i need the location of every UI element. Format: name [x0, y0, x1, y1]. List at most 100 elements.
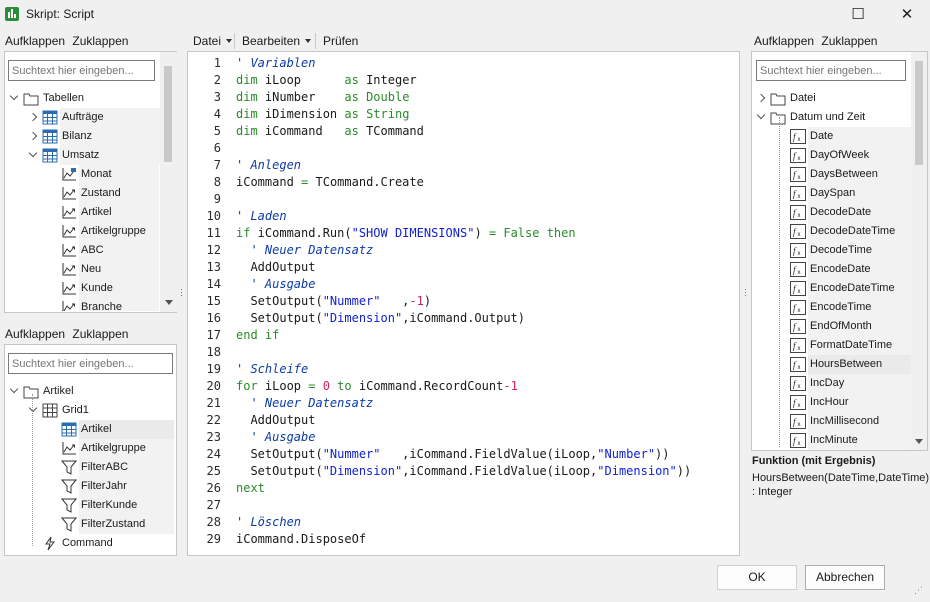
tree-item-filterkunde[interactable]: FilterKunde — [5, 496, 176, 515]
file-menu[interactable]: Datei — [193, 34, 233, 48]
line-number: 23 — [206, 430, 221, 444]
chevron-down-icon[interactable] — [756, 110, 766, 120]
maximize-button[interactable]: ☐ — [851, 6, 865, 23]
tree-item-label: DecodeDate — [810, 206, 872, 218]
tree-guide-line — [779, 117, 780, 447]
code-text: ' Laden — [236, 209, 287, 223]
collapse-all-link[interactable]: Zuklappen — [72, 327, 129, 341]
expand-all-link[interactable]: Aufklappen — [5, 327, 66, 341]
expand-all-link[interactable]: Aufklappen — [754, 34, 815, 48]
svg-text:f: f — [793, 341, 797, 351]
tree-item-artikel[interactable]: Artikel — [5, 203, 161, 222]
tree-item-artikelgruppe[interactable]: Artikelgruppe — [5, 439, 176, 458]
edit-menu[interactable]: Bearbeiten — [242, 34, 312, 48]
splitter-grip-icon[interactable]: ··· — [744, 284, 747, 300]
close-button[interactable]: ✕ — [900, 6, 914, 23]
row-highlight — [808, 146, 912, 165]
tree-item-grid1[interactable]: Grid1 — [5, 401, 176, 420]
row-highlight — [79, 458, 174, 477]
function-item-datum-und-zeit[interactable]: Datum und Zeit — [752, 108, 912, 127]
file-menu-label: Datei — [193, 34, 222, 48]
tree-item-neu[interactable]: Neu — [5, 260, 161, 279]
chevron-right-icon[interactable] — [28, 131, 38, 141]
scroll-down-icon[interactable] — [915, 439, 923, 444]
tree-item-abc[interactable]: ABC — [5, 241, 161, 260]
row-highlight — [808, 184, 912, 203]
collapse-all-link[interactable]: Zuklappen — [72, 34, 129, 48]
grid-icon — [42, 403, 58, 418]
search-input[interactable] — [8, 353, 173, 374]
tree-item-bilanz[interactable]: Bilanz — [5, 127, 161, 146]
tree-item-kunde[interactable]: Kunde — [5, 279, 161, 298]
expand-all-link[interactable]: Aufklappen — [5, 34, 66, 48]
tree-item-umsatz[interactable]: Umsatz — [5, 146, 161, 165]
scroll-down-icon[interactable] — [165, 300, 173, 305]
resize-grip-icon[interactable]: ⋰ — [914, 585, 923, 595]
splitter-grip-icon[interactable]: ··· — [180, 284, 183, 300]
line-number: 24 — [206, 447, 221, 461]
tree-item-label: Kunde — [81, 282, 113, 294]
tree-item-auftr-ge[interactable]: Aufträge — [5, 108, 161, 127]
tree-item-artikel[interactable]: Artikel — [5, 382, 176, 401]
svg-text:f: f — [793, 379, 797, 389]
svg-text:x: x — [798, 251, 801, 257]
tree-item-filterabc[interactable]: FilterABC — [5, 458, 176, 477]
svg-text:x: x — [798, 403, 801, 409]
chevron-down-icon[interactable] — [28, 403, 38, 413]
command-icon — [42, 536, 58, 551]
tree-item-artikelgruppe[interactable]: Artikelgruppe — [5, 222, 161, 241]
tree-item-filterjahr[interactable]: FilterJahr — [5, 477, 176, 496]
chevron-right-icon[interactable] — [28, 112, 38, 122]
tree-item-zustand[interactable]: Zustand — [5, 184, 161, 203]
search-input[interactable] — [756, 60, 906, 81]
scroll-thumb[interactable] — [164, 66, 172, 162]
tree-item-artikel[interactable]: Artikel — [5, 420, 176, 439]
folder-icon — [770, 91, 786, 106]
vertical-scrollbar[interactable] — [911, 52, 927, 450]
tree-item-label: Datum und Zeit — [790, 111, 866, 123]
chevron-down-icon[interactable] — [9, 91, 19, 101]
function-item-datei[interactable]: Datei — [752, 89, 912, 108]
tree-item-tabellen[interactable]: Tabellen — [5, 89, 161, 108]
row-highlight — [79, 515, 174, 534]
check-button[interactable]: Prüfen — [323, 34, 359, 48]
chevron-right-icon[interactable] — [756, 93, 766, 103]
collapse-all-link[interactable]: Zuklappen — [821, 34, 878, 48]
scroll-thumb[interactable] — [915, 61, 923, 165]
chevron-down-icon[interactable] — [28, 148, 38, 158]
tree-item-branche[interactable]: Branche — [5, 298, 161, 311]
tree-item-filterzustand[interactable]: FilterZustand — [5, 515, 176, 534]
ok-button[interactable]: OK — [717, 565, 797, 590]
tree-item-label: Artikelgruppe — [81, 442, 146, 454]
tree-item-monat[interactable]: Monat — [5, 165, 161, 184]
tree-item-command[interactable]: Command — [5, 534, 176, 553]
chevron-down-icon[interactable] — [9, 384, 19, 394]
app-chart-icon — [5, 7, 19, 21]
tree-item-label: EncodeTime — [810, 301, 872, 313]
search-input[interactable] — [8, 60, 155, 81]
vertical-scrollbar[interactable] — [160, 52, 177, 312]
cancel-button[interactable]: Abbrechen — [805, 565, 885, 590]
